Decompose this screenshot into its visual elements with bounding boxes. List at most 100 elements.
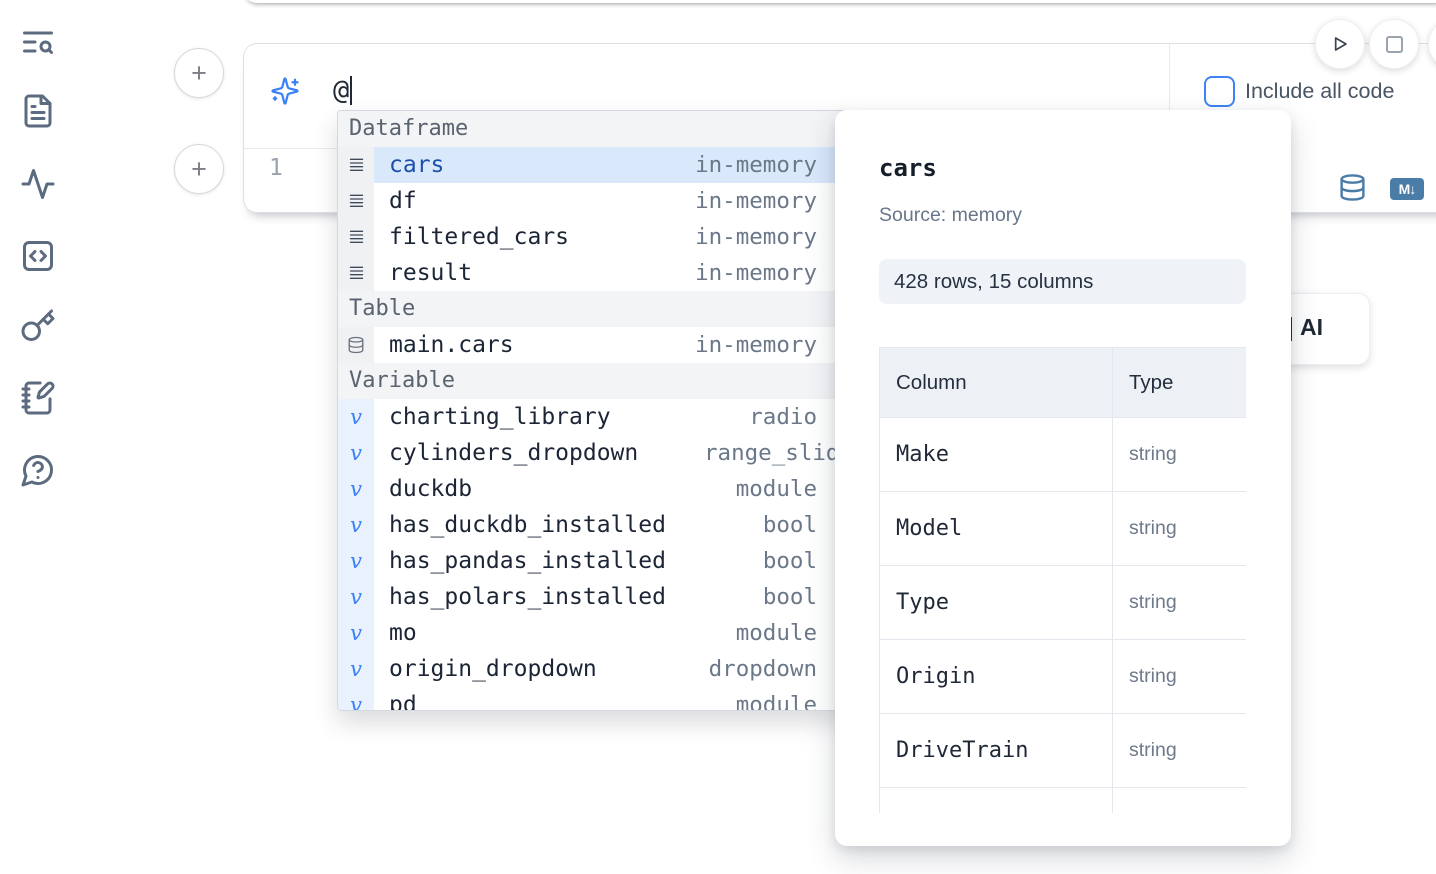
autocomplete-item-cars[interactable]: cars in-memory: [338, 147, 846, 183]
variable-icon: v: [338, 507, 374, 543]
item-name: main.cars: [389, 332, 514, 358]
preview-shape-badge: 428 rows, 15 columns: [879, 259, 1246, 304]
item-name: pd: [389, 692, 417, 711]
item-type: in-memory: [695, 188, 817, 214]
database-action-icon[interactable]: [1338, 173, 1367, 204]
schema-row: Type string: [879, 565, 1246, 640]
keyboard-shortcuts-key-icon[interactable]: [20, 308, 56, 344]
item-type: module: [735, 476, 817, 502]
section-header-dataframe: Dataframe: [338, 111, 846, 147]
autocomplete-item-has-pandas-installed[interactable]: v has_pandas_installed bool: [338, 543, 846, 579]
autocomplete-item-cylinders-dropdown[interactable]: v cylinders_dropdown range_slider: [338, 435, 846, 471]
autocomplete-item-mo[interactable]: v mo module: [338, 615, 846, 651]
section-header-table: Table: [338, 291, 846, 327]
autocomplete-item-charting-library[interactable]: v charting_library radio: [338, 399, 846, 435]
schema-header-row: Column Type: [879, 347, 1246, 418]
column-type: string: [1112, 565, 1246, 640]
autocomplete-item-has-polars-installed[interactable]: v has_polars_installed bool: [338, 579, 846, 615]
code-snippets-icon[interactable]: [20, 238, 56, 274]
add-cell-below-button[interactable]: +: [174, 144, 224, 194]
previous-cell-bottom: [243, 0, 1436, 3]
item-type: bool: [762, 512, 817, 538]
preview-title: cars: [879, 154, 937, 182]
item-name: has_polars_installed: [389, 584, 666, 610]
item-type: module: [735, 620, 817, 646]
column-type: string: [1112, 417, 1246, 492]
column-header: Column: [879, 347, 1113, 418]
item-type: dropdown: [708, 656, 817, 682]
autocomplete-item-has-duckdb-installed[interactable]: v has_duckdb_installed bool: [338, 507, 846, 543]
dataframe-rows-icon: [338, 255, 374, 291]
variable-icon: v: [338, 687, 374, 710]
autocomplete-item-pd-partial[interactable]: v pd module: [338, 687, 846, 711]
item-type: bool: [762, 584, 817, 610]
column-name: Make: [879, 417, 1113, 492]
schema-row: DriveTrain string: [879, 713, 1246, 788]
editor-line-number: 1: [269, 155, 283, 181]
autocomplete-item-df[interactable]: df in-memory: [338, 183, 846, 219]
ai-sparkles-icon: [270, 76, 300, 106]
item-type: in-memory: [695, 152, 817, 178]
variable-icon: v: [338, 651, 374, 687]
file-icon[interactable]: [20, 93, 56, 129]
variable-icon: v: [338, 471, 374, 507]
item-name: cylinders_dropdown: [389, 440, 639, 466]
item-name: mo: [389, 620, 417, 646]
database-icon: [338, 327, 374, 363]
item-name: duckdb: [389, 476, 473, 502]
add-cell-above-button[interactable]: +: [174, 48, 224, 98]
item-name: filtered_cars: [389, 224, 570, 250]
schema-row: Origin string: [879, 639, 1246, 714]
column-name: [879, 787, 1113, 813]
stop-icon: [1385, 35, 1403, 53]
text-caret: [350, 75, 353, 105]
variable-icon: v: [338, 615, 374, 651]
variable-icon: v: [338, 399, 374, 435]
activity-icon[interactable]: [20, 166, 56, 202]
autocomplete-item-origin-dropdown[interactable]: v origin_dropdown dropdown: [338, 651, 846, 687]
item-name: origin_dropdown: [389, 656, 597, 682]
schema-row-partial: [879, 787, 1246, 813]
include-all-code-checkbox[interactable]: [1204, 76, 1235, 107]
item-type: radio: [749, 404, 817, 430]
dataframe-rows-icon: [338, 219, 374, 255]
item-name: has_pandas_installed: [389, 548, 666, 574]
autocomplete-dropdown: Dataframe cars in-memory df in-memory fi…: [337, 110, 847, 711]
ai-prompt-value: @: [333, 74, 350, 106]
variable-icon: v: [338, 435, 374, 471]
help-chat-icon[interactable]: [20, 452, 56, 488]
column-type: [1112, 787, 1246, 813]
item-type: range_slider: [704, 440, 846, 466]
autocomplete-item-filtered-cars[interactable]: filtered_cars in-memory: [338, 219, 846, 255]
dataframe-rows-icon: [338, 183, 374, 219]
item-type: in-memory: [695, 260, 817, 286]
autocomplete-item-main-cars[interactable]: main.cars in-memory: [338, 327, 846, 363]
search-toc-icon[interactable]: [20, 24, 56, 60]
markdown-convert-icon[interactable]: M↓: [1390, 178, 1424, 200]
item-name: result: [389, 260, 473, 286]
run-cell-button[interactable]: [1315, 19, 1365, 69]
item-name: cars: [389, 152, 445, 178]
item-type: bool: [762, 548, 817, 574]
preview-source: Source: memory: [879, 204, 1023, 226]
stop-cell-button[interactable]: [1369, 19, 1419, 69]
preview-schema-table: Column Type Make string Model string Typ…: [879, 347, 1246, 813]
column-type: string: [1112, 491, 1246, 566]
ai-prompt-input[interactable]: @: [333, 73, 353, 107]
autocomplete-item-duckdb[interactable]: v duckdb module: [338, 471, 846, 507]
column-name: DriveTrain: [879, 713, 1113, 788]
column-type: string: [1112, 713, 1246, 788]
item-name: has_duckdb_installed: [389, 512, 666, 538]
autocomplete-item-result[interactable]: result in-memory: [338, 255, 846, 291]
scratchpad-notebook-icon[interactable]: [20, 380, 56, 416]
column-name: Model: [879, 491, 1113, 566]
item-name: df: [389, 188, 417, 214]
column-name: Origin: [879, 639, 1113, 714]
schema-row: Make string: [879, 417, 1246, 492]
column-name: Type: [879, 565, 1113, 640]
dataframe-preview-panel: cars Source: memory 428 rows, 15 columns…: [835, 110, 1291, 846]
item-type: module: [735, 692, 817, 711]
column-type: string: [1112, 639, 1246, 714]
item-type: in-memory: [695, 332, 817, 358]
